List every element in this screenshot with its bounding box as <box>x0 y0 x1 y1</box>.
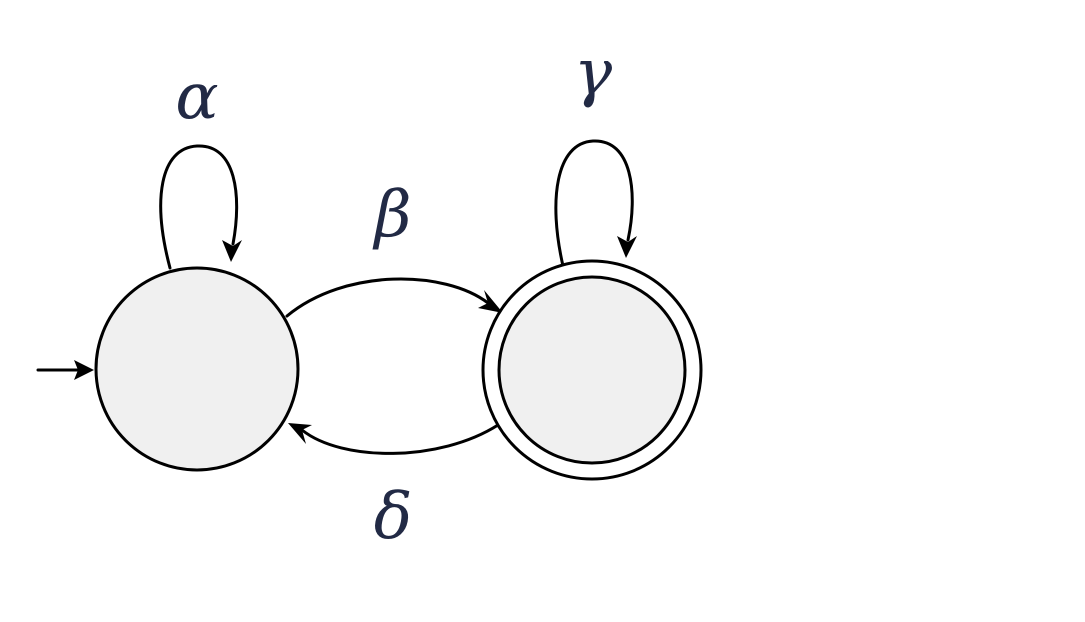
state-q0 <box>94 266 300 472</box>
transition-q1-q0 <box>288 423 500 455</box>
state-q1 <box>481 259 703 481</box>
self-loop-q0 <box>159 144 242 270</box>
transition-q0-q1 <box>285 277 503 318</box>
state-q1-inner-circle <box>497 275 687 465</box>
label-delta: δ <box>374 480 413 554</box>
label-alpha: α <box>175 60 218 134</box>
self-loop-q1 <box>554 139 637 268</box>
initial-arrow <box>36 360 94 380</box>
label-beta: β <box>373 178 412 252</box>
label-gamma: γ <box>574 36 613 110</box>
